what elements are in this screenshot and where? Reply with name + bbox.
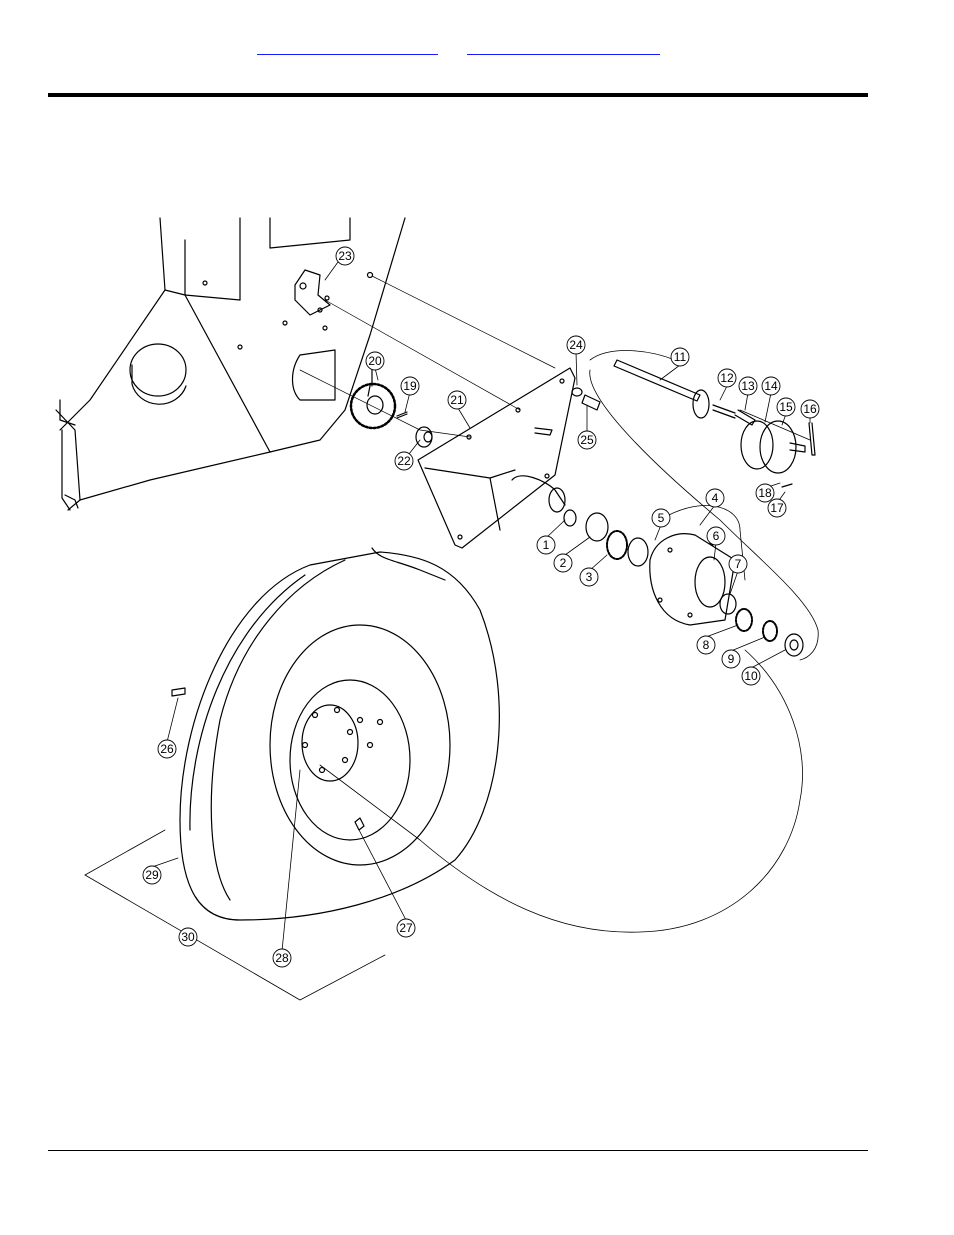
callout-circle-13 (738, 376, 758, 396)
sprocket-part (349, 369, 397, 430)
frame-assembly (55, 217, 406, 511)
callout-label-13: 13 (741, 379, 755, 393)
wheel-and-tire (171, 547, 500, 921)
callout-circle-9 (721, 649, 741, 669)
callout-label-2: 2 (560, 556, 567, 570)
header-rule (48, 93, 868, 97)
hub-assembly (649, 533, 736, 626)
callout-circle-14 (761, 376, 781, 396)
callout-circle-21 (447, 390, 467, 410)
header-link-2[interactable] (467, 40, 660, 55)
callout-label-27: 27 (399, 921, 413, 935)
callout-circle-25 (577, 430, 597, 450)
callout-label-21: 21 (450, 393, 464, 407)
callout-circle-27 (396, 918, 416, 938)
callout-circle-18 (755, 483, 775, 503)
callout-label-17: 17 (770, 501, 784, 515)
callout-circle-26 (157, 739, 177, 759)
callout-circle-23 (335, 246, 355, 266)
callout-circle-4 (705, 488, 725, 508)
callout-label-22: 22 (397, 454, 411, 468)
callout-label-8: 8 (703, 638, 710, 652)
footer-rule (48, 1150, 868, 1151)
callout-label-18: 18 (758, 486, 772, 500)
callout-circle-10 (741, 666, 761, 686)
callout-circle-1 (536, 535, 556, 555)
callout-label-20: 20 (368, 354, 382, 368)
callout-label-15: 15 (779, 400, 793, 414)
callout-circle-17 (767, 498, 787, 518)
callout-label-26: 26 (160, 742, 174, 756)
callout-label-3: 3 (586, 570, 593, 584)
callout-circle-7 (728, 554, 748, 574)
callout-label-16: 16 (803, 402, 817, 416)
callout-label-12: 12 (720, 371, 734, 385)
callout-label-9: 9 (728, 652, 735, 666)
callout-label-11: 11 (674, 350, 687, 364)
callout-circle-3 (579, 567, 599, 587)
callout-label-29: 29 (145, 868, 159, 882)
callout-circle-30 (178, 927, 198, 947)
callout-label-14: 14 (764, 379, 778, 393)
callout-circle-6 (706, 526, 726, 546)
callout-circle-24 (566, 335, 586, 355)
callout-circle-12 (717, 368, 737, 388)
callout-label-30: 30 (181, 930, 195, 944)
callout-label-23: 23 (338, 249, 352, 263)
callout-label-24: 24 (569, 338, 583, 352)
callout-label-19: 19 (403, 379, 417, 393)
callout-label-7: 7 (735, 557, 742, 571)
callout-circle-15 (776, 397, 796, 417)
callout-circle-19 (400, 376, 420, 396)
callout-circle-2 (553, 553, 573, 573)
callout-label-10: 10 (744, 669, 758, 683)
callout-circle-5 (651, 508, 671, 528)
callout-circle-8 (696, 635, 716, 655)
callout-circle-28 (272, 948, 292, 968)
callout-label-25: 25 (580, 433, 594, 447)
callout-label-5: 5 (658, 511, 665, 525)
callout-label-6: 6 (713, 529, 720, 543)
callout-circle-22 (394, 451, 414, 471)
callout-circle-20 (365, 351, 385, 371)
mounting-plate (417, 367, 576, 549)
callout-label-1: 1 (543, 538, 550, 552)
callout-circle-29 (142, 865, 162, 885)
callout-circle-16 (800, 399, 820, 419)
callout-label-28: 28 (275, 951, 289, 965)
callout-circle-11 (670, 347, 690, 367)
callout-label-4: 4 (712, 491, 719, 505)
header-link-1[interactable] (257, 40, 438, 55)
